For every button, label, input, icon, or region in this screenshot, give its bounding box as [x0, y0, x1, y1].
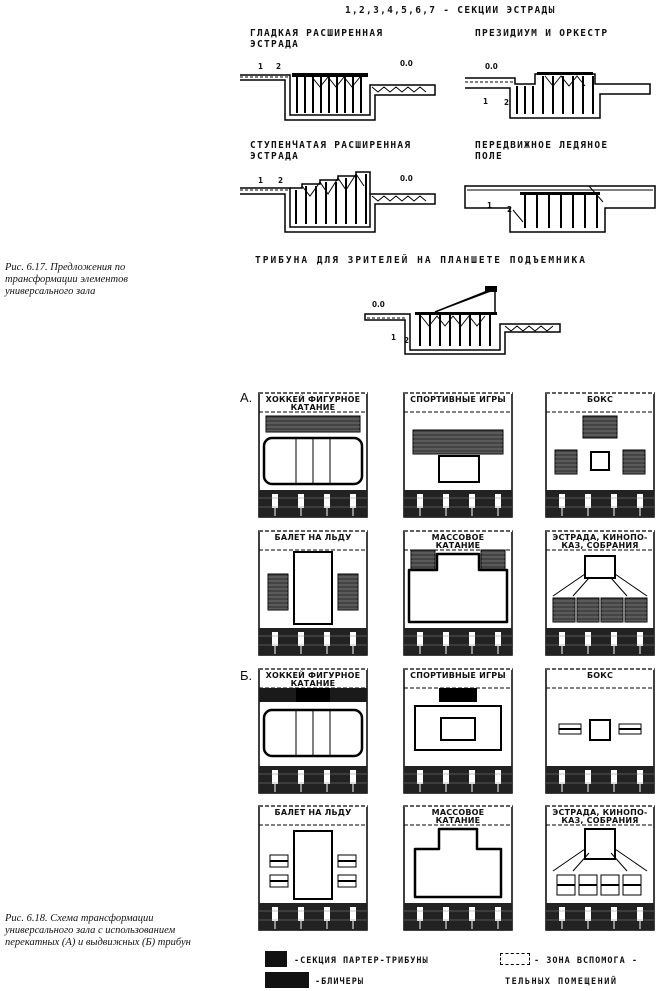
panel-b-2-title-line1: СПОРТИВНЫЕ ИГРЫ: [410, 671, 506, 680]
tribune-section: [364, 286, 561, 355]
panel-a-4: БАЛЕТ НА ЛЬДУ: [258, 530, 368, 658]
diagram-4-title-line1: ПЕРЕДВИЖНОЕ ЛЕДЯНОЕ: [475, 140, 609, 151]
diagram-4-section: [464, 185, 656, 233]
panel-b-4: БАЛЕТ НА ЛЬДУ: [258, 805, 368, 933]
diagram-4-title-line2: ПОЛЕ: [475, 151, 504, 162]
panel-b-3: БОКС: [545, 668, 655, 796]
panel-b-5-title-line2: КАТАНИЕ: [435, 816, 481, 825]
diagram-1-section: [240, 73, 436, 121]
panel-a-1-title-line1: ХОККЕЙ ФИГУРНОЕ: [265, 395, 361, 404]
panel-b-4-drawing: [258, 805, 368, 931]
diagram-1-title-line1: ГЛАДКАЯ РАСШИРЕННАЯ: [250, 28, 384, 39]
diagram-2-level: 0.0: [485, 62, 498, 71]
legend-section-label: -СЕКЦИЯ ПАРТЕР-ТРИБУНЫ: [294, 956, 429, 966]
legend-swatch-section: [265, 951, 287, 967]
panel-b-6-title-line1: ЭСТРАДА, КИНОПО-: [552, 808, 648, 817]
diagram-1-num2: 2: [276, 62, 282, 71]
panel-a-2-title-line1: СПОРТИВНЫЕ ИГРЫ: [410, 395, 506, 404]
diagram-3-num1: 1: [258, 176, 264, 185]
panel-a-5-drawing: [403, 530, 513, 656]
sections-legend: 1,2,3,4,5,6,7 - СЕКЦИИ ЭСТРАДЫ: [345, 5, 556, 16]
diagram-1-title-line2: ЭСТРАДА: [250, 39, 300, 50]
panel-a-1-drawing: [258, 392, 368, 518]
diagram-1-level: 0.0: [400, 59, 413, 68]
tribune-title: ТРИБУНА ДЛЯ ЗРИТЕЛЕЙ НА ПЛАНШЕТЕ ПОДЪЕМН…: [255, 255, 587, 266]
panel-b-6-drawing: [545, 805, 655, 931]
caption-618-line3: перекатных (А) и выдвижных (Б) трибун: [5, 937, 191, 948]
panel-a-5-title-line2: КАТАНИЕ: [435, 541, 481, 550]
panel-b-3-drawing: [545, 668, 655, 794]
panel-a-4-drawing: [258, 530, 368, 656]
panel-b-6-title-line2: КАЗ, СОБРАНИЯ: [561, 816, 639, 825]
tribune-level: 0.0: [372, 300, 385, 309]
panel-b-6: ЭСТРАДА, КИНОПО-КАЗ, СОБРАНИЯ: [545, 805, 655, 933]
group-a-label: А.: [240, 390, 253, 405]
diagram-4-num1: 1: [487, 201, 493, 210]
group-b-label: Б.: [240, 668, 253, 683]
legend-zone-label-line2: ТЕЛЬНЫХ ПОМЕЩЕНИЙ: [505, 977, 618, 987]
diagram-3-num2: 2: [278, 176, 284, 185]
panel-a-6: ЭСТРАДА, КИНОПО-КАЗ, СОБРАНИЯ: [545, 530, 655, 658]
tribune-num2: 2: [404, 336, 410, 345]
panel-a-6-title-line2: КАЗ, СОБРАНИЯ: [561, 541, 639, 550]
legend-bleachers-label: -БЛИЧЕРЫ: [315, 977, 364, 987]
diagram-2-section: [465, 72, 651, 119]
caption-618: Рис. 6.18. Схема трансформации универсал…: [5, 913, 191, 949]
diagram-2-title-line1: ПРЕЗИДИУМ И ОРКЕСТР: [475, 28, 609, 39]
caption-617-line2: трансформации элементов: [5, 274, 128, 285]
diagram-2-num2: 2: [504, 98, 510, 107]
panel-a-1-title-line2: КАТАНИЕ: [290, 403, 336, 412]
diagram-1-num1: 1: [258, 62, 264, 71]
caption-617: Рис. 6.17. Предложения по трансформации …: [5, 262, 128, 298]
diagram-3-level: 0.0: [400, 174, 413, 183]
caption-617-line3: универсального зала: [5, 286, 96, 297]
panel-b-4-title-line1: БАЛЕТ НА ЛЬДУ: [274, 808, 352, 817]
caption-617-line1: Рис. 6.17. Предложения по: [5, 262, 126, 273]
panel-a-6-drawing: [545, 530, 655, 656]
panel-a-3-drawing: [545, 392, 655, 518]
tribune-num1: 1: [391, 333, 397, 342]
panel-a-4-title-line1: БАЛЕТ НА ЛЬДУ: [274, 533, 352, 542]
panel-b-5-title-line1: МАССОВОЕ: [431, 808, 485, 817]
panel-b-1-title-line2: КАТАНИЕ: [290, 679, 336, 688]
panel-b-3-title-line1: БОКС: [586, 671, 614, 680]
panel-a-6-title-line1: ЭСТРАДА, КИНОПО-: [552, 533, 648, 542]
panel-b-1-title-line1: ХОККЕЙ ФИГУРНОЕ: [265, 671, 361, 680]
panel-a-2: СПОРТИВНЫЕ ИГРЫ: [403, 392, 513, 520]
caption-618-line2: универсального зала с использованием: [5, 925, 176, 936]
panel-a-3-title-line1: БОКС: [586, 395, 614, 404]
diagram-3-title-line1: СТУПЕНЧАТАЯ РАСШИРЕННАЯ: [250, 140, 412, 151]
panel-b-1-drawing: [258, 668, 368, 794]
legend-swatch-zone: [500, 953, 530, 965]
legend-zone-label-line1: - ЗОНА ВСПОМОГА -: [534, 956, 638, 966]
panel-a-5-title-line1: МАССОВОЕ: [431, 533, 485, 542]
diagram-3-title-line2: ЭСТРАДА: [250, 151, 300, 162]
legend-swatch-bleachers: [265, 972, 309, 988]
diagram-2-num1: 1: [483, 97, 489, 106]
panel-a-3: БОКС: [545, 392, 655, 520]
panel-b-2-drawing: [403, 668, 513, 794]
diagram-3-section: [240, 171, 436, 233]
panel-a-2-drawing: [403, 392, 513, 518]
panel-b-5-drawing: [403, 805, 513, 931]
panel-b-2: СПОРТИВНЫЕ ИГРЫ: [403, 668, 513, 796]
caption-618-line1: Рис. 6.18. Схема трансформации: [5, 913, 154, 924]
